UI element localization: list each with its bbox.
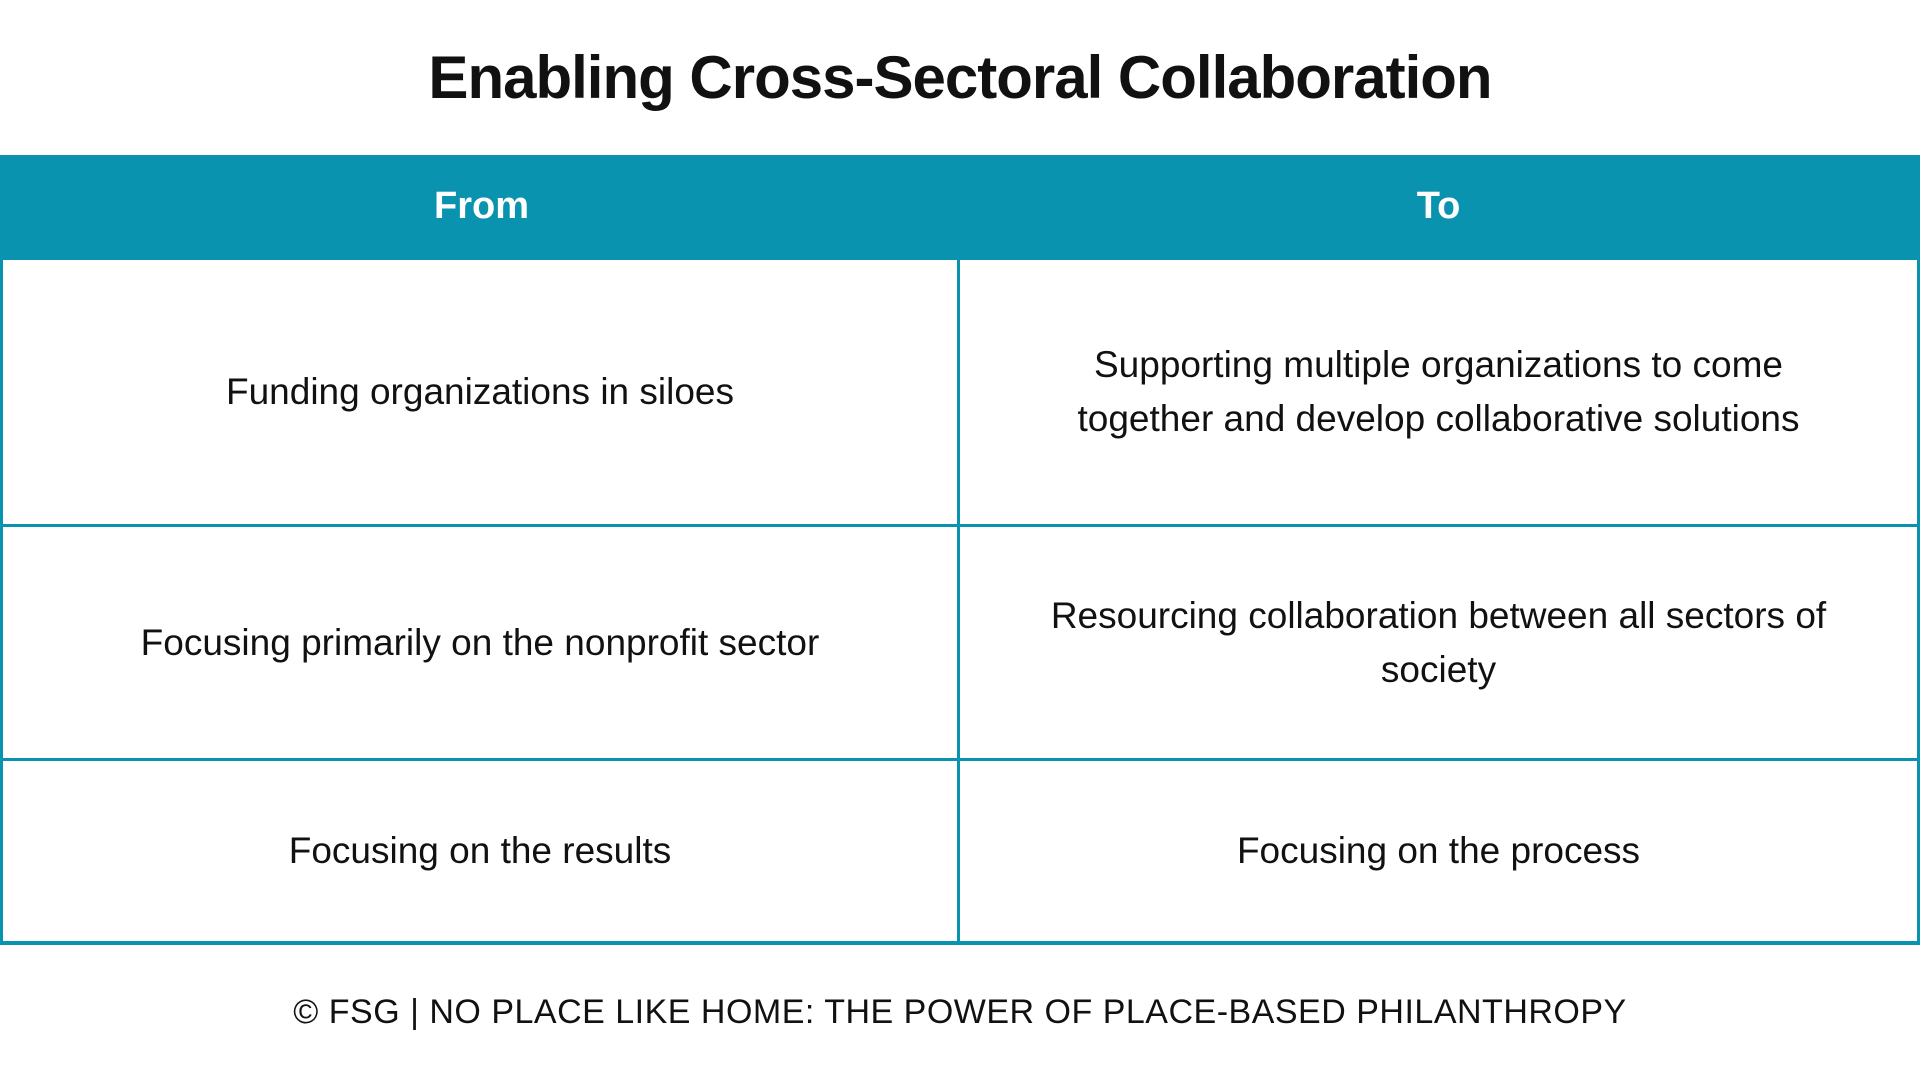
table-cell-row2-from: Focusing primarily on the nonprofit sect… [3,524,960,758]
table-header-to: To [960,155,1917,257]
page-title: Enabling Cross-Sectoral Collaboration [428,44,1492,111]
copyright-footer: © FSG | NO PLACE LIKE HOME: THE POWER OF… [293,993,1627,1031]
table-cell-row3-to: Focusing on the process [960,758,1917,941]
footer-area: © FSG | NO PLACE LIKE HOME: THE POWER OF… [0,945,1920,1080]
table-cell-row2-to: Resourcing collaboration between all sec… [960,524,1917,758]
table-header-from: From [3,155,960,257]
from-to-table: From To Funding organizations in siloes … [0,155,1920,945]
table-cell-row1-to: Supporting multiple organizations to com… [960,257,1917,524]
table-cell-row3-from: Focusing on the results [3,758,960,941]
table-cell-row1-from: Funding organizations in siloes [3,257,960,524]
title-area: Enabling Cross-Sectoral Collaboration [0,0,1920,155]
